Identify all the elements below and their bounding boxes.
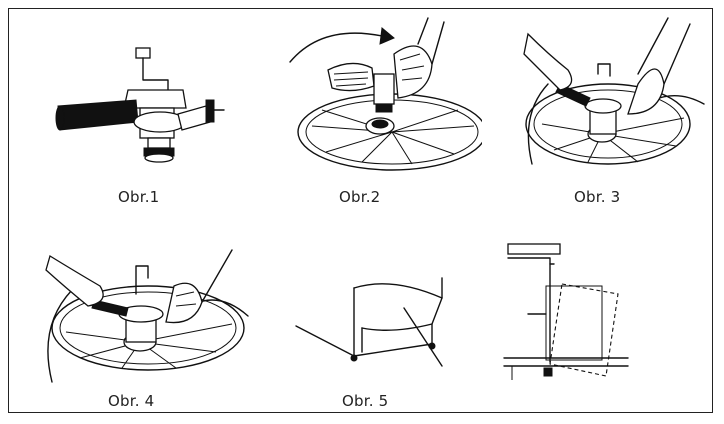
keg-in-cart-icon — [295, 277, 443, 367]
figure-4 — [36, 236, 256, 384]
figure-2-caption: Obr.2 — [339, 188, 381, 206]
figure-3-caption: Obr. 3 — [574, 188, 621, 206]
coupler-twist-onto-keg-icon — [289, 17, 482, 171]
figure-2 — [282, 14, 482, 174]
figure-4-caption: Obr. 4 — [108, 392, 155, 410]
figure-5 — [292, 268, 462, 368]
figure-3 — [518, 14, 708, 174]
coupler-lever-on-keg-icon — [523, 17, 705, 165]
keg-tilt-diagram-icon — [503, 243, 629, 380]
figure-1-caption: Obr.1 — [118, 188, 160, 206]
keg-coupler-icon — [55, 47, 225, 163]
coupler-lever-down-icon — [45, 249, 249, 383]
figure-5-caption: Obr. 5 — [342, 392, 389, 410]
figure-6 — [498, 236, 634, 382]
figure-1 — [48, 30, 238, 170]
